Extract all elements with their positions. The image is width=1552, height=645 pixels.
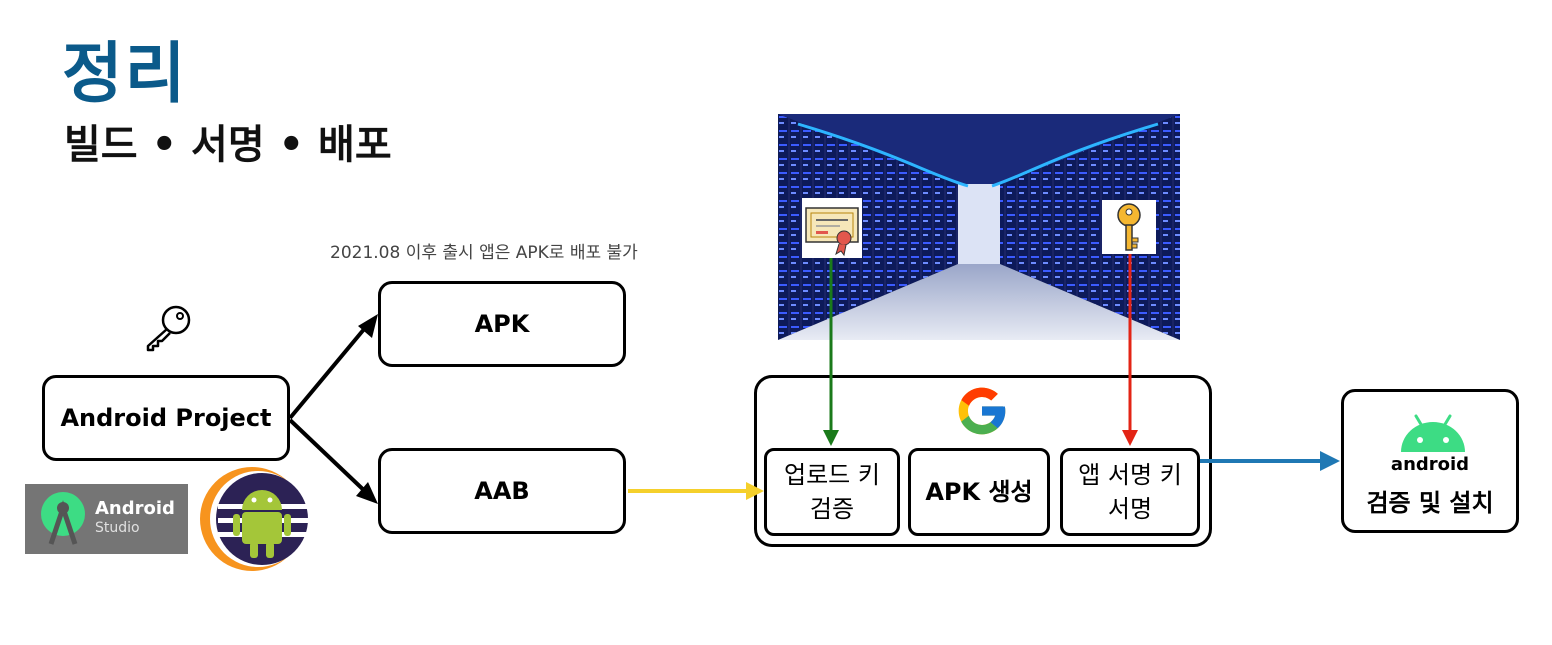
upload-key-label: 업로드 키 — [784, 461, 880, 489]
apk-generate-label: APK 생성 — [925, 478, 1033, 506]
android-project-box: Android Project — [42, 375, 290, 461]
google-g-icon — [958, 387, 1006, 435]
verify-install-label: 검증 및 설치 — [1366, 489, 1494, 517]
upload-verify-label: 검증 — [809, 495, 855, 523]
key-to-signing-arrow — [1122, 254, 1138, 446]
certificate-icon-svg — [805, 207, 859, 257]
android-head-icon — [1401, 414, 1465, 452]
golden-key-icon-svg — [1117, 203, 1141, 251]
aab-box: AAB — [378, 448, 626, 534]
apk-box: APK — [378, 281, 626, 367]
page-title: 정리 — [62, 35, 188, 112]
app-signing-key-label: 앱 서명 키 — [1078, 461, 1182, 489]
google-to-device-arrow — [1200, 451, 1340, 471]
android-studio-logo: Android Studio — [25, 484, 188, 554]
eclipse-android-logo — [200, 467, 308, 571]
device-install-box: android 검증 및 설치 — [1341, 389, 1519, 533]
aab-label: AAB — [474, 477, 530, 505]
project-to-apk-arrow — [288, 314, 378, 420]
key-icon — [146, 305, 191, 352]
android-wordmark: android — [1390, 454, 1470, 475]
android-studio-sub: Studio — [95, 520, 140, 536]
android-studio-name: Android — [95, 498, 175, 519]
aab-note: 2021.08 이후 출시 앱은 APK로 배포 불가 — [330, 243, 638, 263]
app-sign-label: 서명 — [1107, 495, 1153, 523]
aab-to-google-arrow — [628, 482, 764, 500]
page-subtitle: 빌드 • 서명 • 배포 — [64, 122, 392, 168]
apk-generate-box: APK 생성 — [908, 448, 1050, 536]
project-to-aab-arrow — [288, 418, 378, 504]
certificate-icon — [802, 198, 862, 258]
android-studio-icon — [41, 492, 85, 545]
apk-label: APK — [474, 310, 530, 338]
certificate-to-upload-arrow — [823, 258, 839, 446]
android-project-label: Android Project — [60, 404, 272, 432]
golden-key-icon — [1102, 200, 1156, 254]
